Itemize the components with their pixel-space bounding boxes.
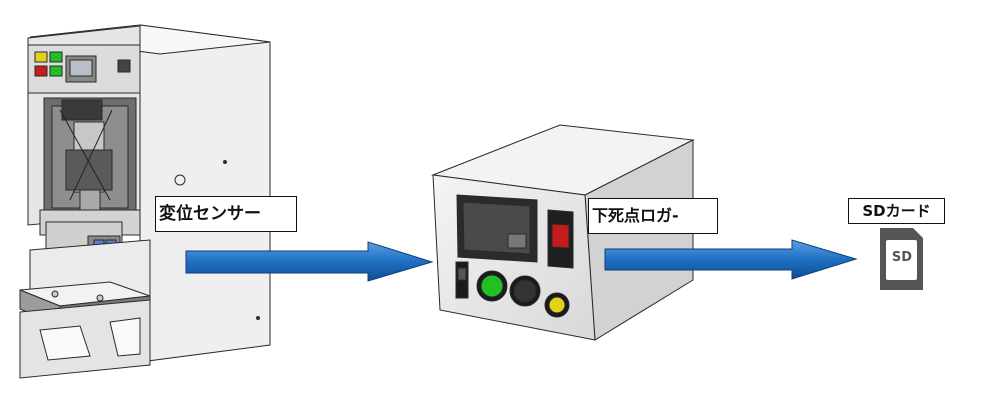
logger-label: 下死点ロガ-	[588, 198, 718, 234]
sensor-label: 変位センサー	[155, 196, 297, 232]
sdcard-label: SDカード	[848, 198, 945, 224]
logger-box	[431, 124, 695, 341]
sd-card-icon	[880, 228, 923, 290]
sd-icon-text: SD	[891, 250, 913, 265]
press-machine	[19, 24, 271, 379]
arrow-logger-to-sdcard	[604, 239, 858, 280]
arrow-sensor-to-logger	[185, 241, 434, 282]
